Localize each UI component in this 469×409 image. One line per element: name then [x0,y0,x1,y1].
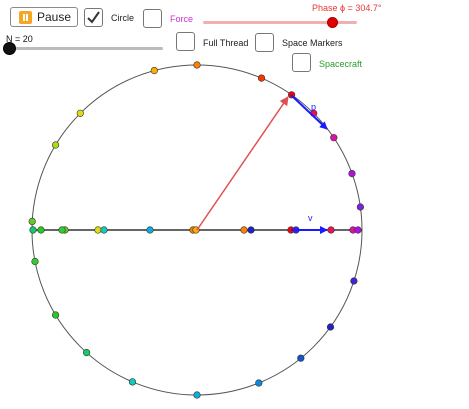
checkmark-icon [87,11,100,24]
thread-particle [327,226,335,234]
force-label: Force [170,14,194,24]
thread-particle [94,226,102,234]
spacecraft-checkbox[interactable] [292,53,311,72]
spacecraft-label: Spacecraft [319,59,363,69]
thread-particle [354,226,362,234]
circle-particle [51,311,60,319]
n-slider-label: N = 20 [6,34,33,44]
circle-particle [51,141,60,149]
pause-label: Pause [37,10,72,24]
circle-label: Circle [111,13,135,23]
thread-particle [146,226,154,234]
thread-particle [240,226,248,234]
circle-particle [330,134,338,142]
pause-button[interactable]: Pause [10,7,78,27]
thread-particle [29,226,37,234]
circle-particle [193,61,201,69]
phase-slider-track[interactable] [203,21,357,24]
circle-particle [150,66,158,75]
force-checkbox[interactable] [143,9,162,28]
n-slider-thumb[interactable] [3,42,16,55]
full-thread-label: Full Thread [203,38,249,48]
space-markers-label: Space Markers [282,38,343,48]
circle-particle [257,74,266,82]
circle-particle [128,378,137,386]
circle-checkbox[interactable] [84,8,103,27]
full-thread-checkbox[interactable] [176,32,195,51]
circle-particle [82,349,91,357]
circle-particle [297,354,305,362]
p-vector-label: p [311,102,316,112]
circle-particle [326,323,335,331]
circle-particle [193,391,201,399]
circle-particle [350,277,358,285]
phase-slider-label: Phase ϕ = 304.7° [312,3,382,13]
pause-icon [19,10,32,24]
phase-slider-thumb[interactable] [327,17,338,28]
circle-particle [28,217,36,225]
thread-particle [100,226,108,234]
thread-particle [247,226,255,234]
radius-vector [196,96,289,231]
p-vector [290,94,328,130]
space-markers-checkbox[interactable] [255,33,274,52]
circle-particle [348,170,356,178]
thread-particle [58,226,66,234]
circle-particle [76,109,84,117]
circle-particle [31,257,39,266]
circle-particle [255,379,263,387]
thread-particle [37,226,45,234]
circle-particle [356,203,365,211]
v-vector-label: v [308,213,313,223]
n-slider-track[interactable] [8,47,163,50]
